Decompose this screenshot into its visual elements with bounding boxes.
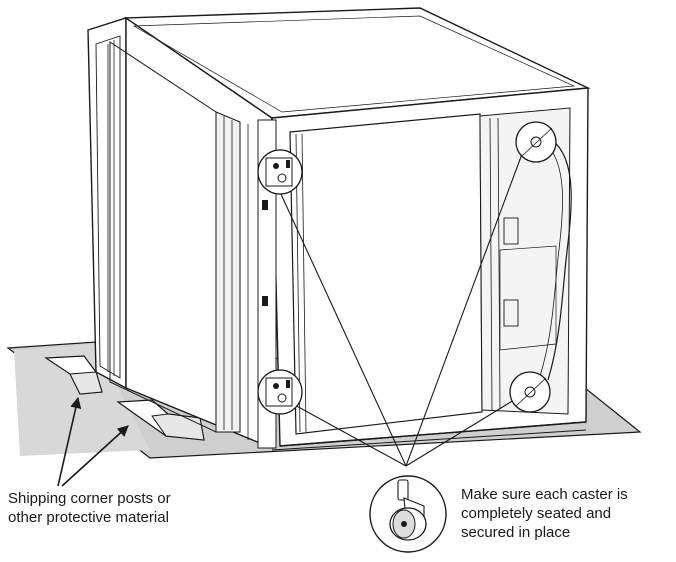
caster-callout-lines xyxy=(279,153,523,467)
caster-callout: Make sure each caster is completely seat… xyxy=(461,485,628,542)
caster-mount-bottom-right xyxy=(509,371,551,413)
shipping-post-arrows xyxy=(57,396,129,487)
caster-wheel-icon xyxy=(369,475,447,553)
shipping-corner-post-front xyxy=(44,355,103,395)
caster-callout-line-1: Make sure each caster is xyxy=(461,486,628,503)
cabinet-front-frame xyxy=(271,87,589,451)
arrow-icon xyxy=(61,425,129,487)
cabinet-left-side-panel xyxy=(87,17,127,390)
caster-mount-top-right xyxy=(515,121,557,163)
shipping-posts-callout-line-1: Shipping corner posts or xyxy=(8,490,171,507)
shipping-posts-callout: Shipping corner posts or other protectiv… xyxy=(8,489,171,527)
arrow-icon xyxy=(57,396,82,487)
cabinet-top-panel xyxy=(123,7,591,119)
caster-mount-bottom-left xyxy=(257,369,303,415)
caster-mount-top-left xyxy=(257,149,303,195)
caster-callout-line-2: completely seated and xyxy=(461,505,612,522)
shipping-posts-callout-line-2: other protective material xyxy=(8,509,169,526)
caster-callout-line-3: secured in place xyxy=(461,524,571,541)
cabinet-hinge-strip xyxy=(257,119,277,449)
cabinet-side-panel xyxy=(109,16,273,450)
